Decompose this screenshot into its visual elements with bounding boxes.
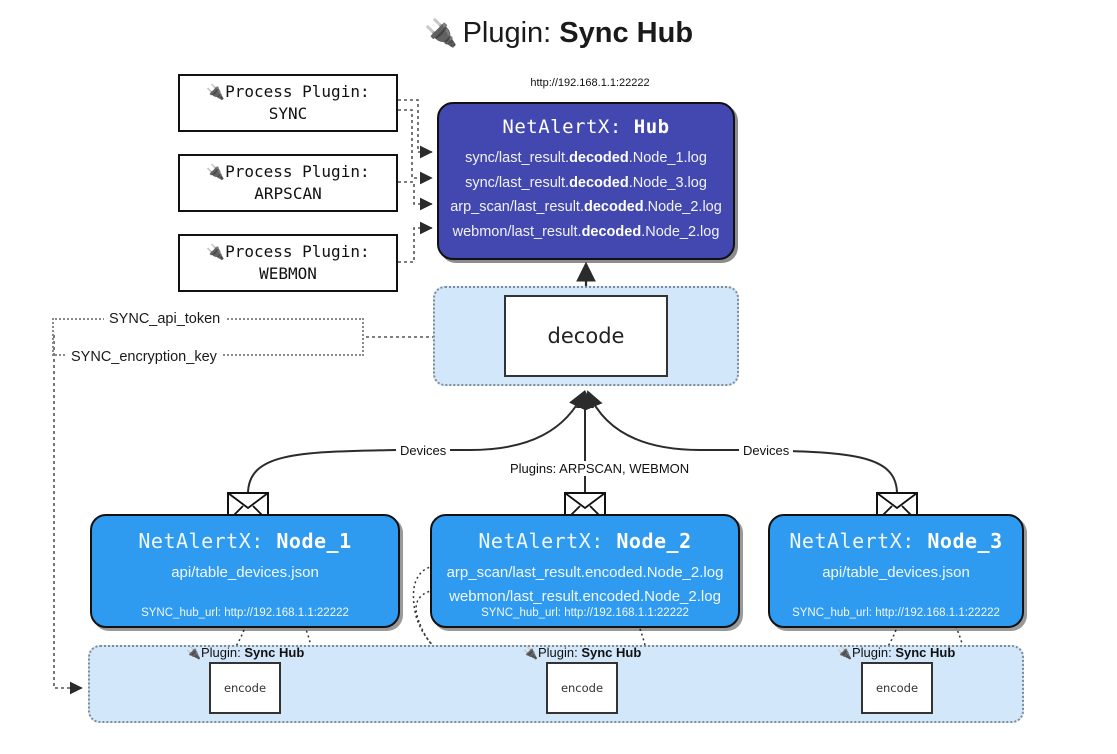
wire-sync-plugin-to-hub [398,99,433,159]
netalertx-hub-node[interactable]: NetAlertX: Hub sync/last_result.decoded.… [437,102,735,260]
hub-log-item: sync/last_result.decoded.Node_3.log [465,174,707,191]
process-plugin-webmon-line1: 🔌Process Plugin: [206,242,370,262]
node-2-lines: arp_scan/last_result.encoded.Node_2.log … [432,564,738,605]
encode-box-node2[interactable]: encode [546,662,618,714]
hub-log-item: webmon/last_result.decoded.Node_2.log [452,223,720,240]
encode-box-node1[interactable]: encode [209,662,281,714]
process-plugin-sync[interactable]: 🔌Process Plugin: SYNC [178,74,398,132]
process-plugin-arpscan-line1: 🔌Process Plugin: [206,162,370,182]
hub-log-item: arp_scan/last_result.decoded.Node_2.log [450,199,722,215]
electric-plug-icon: 🔌 [206,243,226,262]
encoder-1-plugin-label: 🔌Plugin: Sync Hub [186,645,305,660]
node-2-line: webmon/last_result.encoded.Node_2.log [449,588,721,605]
process-plugin-sync-line1: 🔌Process Plugin: [206,82,370,102]
secret-encryption-key-label: SYNC_encryption_key [66,349,222,365]
electric-plug-icon: 🔌 [186,646,201,660]
electric-plug-icon: 🔌 [206,163,226,182]
wire-sync-plugin-to-hub-2 [398,109,433,185]
node-3-lines: api/table_devices.json [770,564,1022,581]
electric-plug-icon: 🔌 [423,18,458,48]
encoder-3-plugin-label: 🔌Plugin: Sync Hub [837,645,956,660]
wire-webmon-plugin-to-hub [398,221,433,263]
node-1-line: api/table_devices.json [171,564,319,581]
edge-label-devices-right: Devices [739,443,794,458]
hub-title: NetAlertX: Hub [502,116,670,138]
wire-arpscan-plugin-to-hub [398,181,433,211]
node-1-title: NetAlertX: Node_1 [138,529,352,553]
electric-plug-icon: 🔌 [837,646,852,660]
hub-log-list: sync/last_result.decoded.Node_1.log sync… [439,151,733,239]
page-title-prefix: Plugin: [462,17,552,49]
node-1-lines: api/table_devices.json [92,564,398,581]
decode-box[interactable]: decode [504,295,668,377]
encoder-2-plugin-label: 🔌Plugin: Sync Hub [523,645,642,660]
wire-secrets-to-encoders [53,335,83,695]
page-title-name: Sync Hub [559,17,694,49]
electric-plug-icon: 🔌 [523,646,538,660]
node-2-title: NetAlertX: Node_2 [478,529,692,553]
process-plugin-webmon-line2: WEBMON [259,264,317,283]
encode-box-node3[interactable]: encode [861,662,933,714]
secret-api-token-label: SYNC_api_token [104,311,226,327]
electric-plug-icon: 🔌 [206,83,226,102]
process-plugin-arpscan-line2: ARPSCAN [254,184,322,203]
process-plugin-sync-line2: SYNC [268,104,308,123]
node-3-footer: SYNC_hub_url: http://192.168.1.1:22222 [792,607,1000,619]
node-2-footer: SYNC_hub_url: http://192.168.1.1:22222 [481,607,689,619]
node-3-line: api/table_devices.json [822,564,970,581]
netalertx-node-1[interactable]: NetAlertX: Node_1 api/table_devices.json… [90,514,400,628]
edge-label-plugins: Plugins: ARPSCAN, WEBMON [506,461,694,476]
hub-url-label: http://192.168.1.1:22222 [530,77,650,89]
node-1-footer: SYNC_hub_url: http://192.168.1.1:22222 [141,607,349,619]
process-plugin-arpscan[interactable]: 🔌Process Plugin: ARPSCAN [178,154,398,212]
netalertx-node-3[interactable]: NetAlertX: Node_3 api/table_devices.json… [768,514,1024,628]
node-2-line: arp_scan/last_result.encoded.Node_2.log [446,564,724,581]
netalertx-node-2[interactable]: NetAlertX: Node_2 arp_scan/last_result.e… [430,514,740,628]
node-3-title: NetAlertX: Node_3 [789,529,1003,553]
process-plugin-webmon[interactable]: 🔌Process Plugin: WEBMON [178,234,398,292]
hub-log-item: sync/last_result.decoded.Node_1.log [465,150,707,166]
page-title: 🔌Plugin: Sync Hub [0,17,1117,50]
edge-label-devices-left: Devices [396,443,451,458]
